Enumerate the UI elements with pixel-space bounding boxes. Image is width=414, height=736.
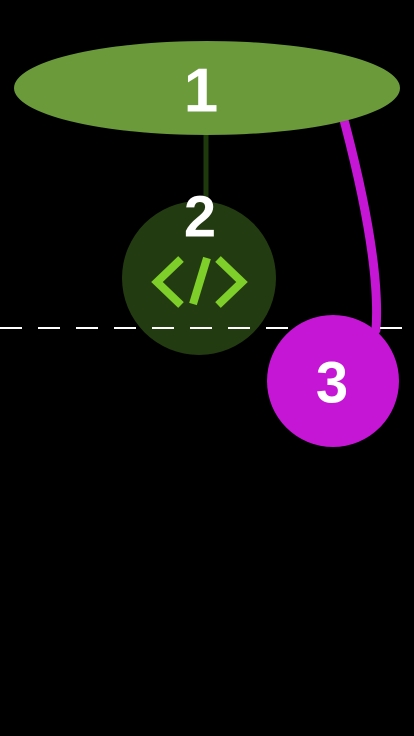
node-1[interactable]: 1 [14,41,400,135]
node-2[interactable]: 2 [122,185,276,356]
node-1-shape [14,41,400,135]
connector-1-3 [339,115,382,335]
node-3-label: 3 [316,351,348,416]
node-3-shape [267,315,399,447]
node-1-label: 1 [184,57,218,126]
node-3[interactable]: 3 [267,315,399,447]
node-2-label: 2 [184,185,216,250]
code-icon [151,256,248,308]
